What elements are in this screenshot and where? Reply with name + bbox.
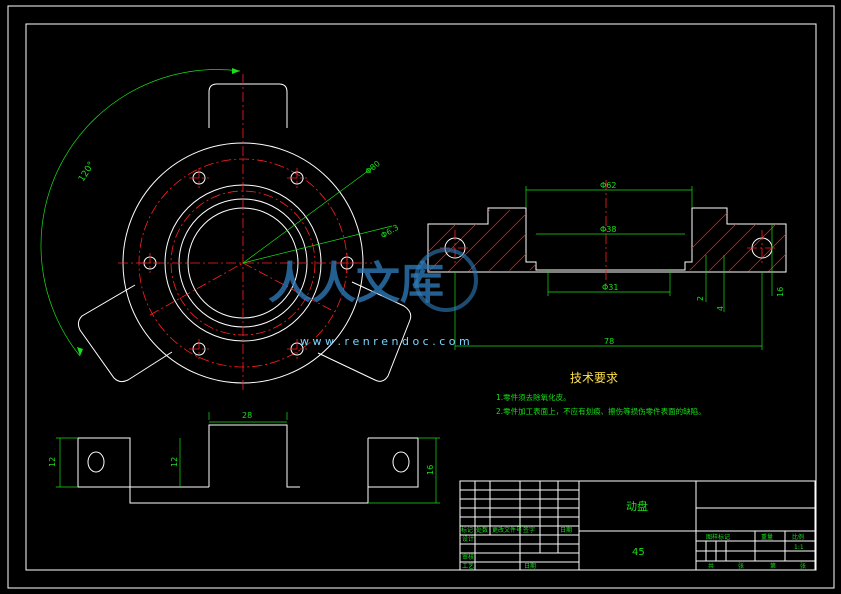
tb-part-name: 动盘 — [626, 499, 648, 513]
watermark-url: w w w . r e n r e n d o c . c o m — [300, 335, 470, 348]
tb-label-date: 日期 — [524, 562, 536, 570]
dim-bolt-circle: Φ80 — [363, 159, 381, 176]
dim-top-width: 28 — [242, 411, 252, 420]
dim-hole: Φ6.3 — [379, 223, 400, 240]
dim-outer-diameter: Φ62 — [600, 181, 616, 190]
tb-label-pattern: 图样标记 — [706, 533, 730, 541]
tb-header-mark: 标记 — [461, 526, 473, 534]
dim-right-height: 16 — [426, 465, 435, 475]
note-1: 1.零件须去除氧化皮。 — [496, 392, 571, 402]
tb-label-scale: 比例 — [792, 533, 804, 541]
tb-label-weight: 重量 — [761, 533, 773, 541]
tb-label-design: 设计 — [462, 535, 474, 543]
dim-overall-length: 78 — [604, 337, 614, 346]
dim-angle: 120° — [77, 160, 97, 184]
watermark: 人人文库 w w w . r e n r e n d o c . c o m — [268, 248, 478, 348]
tb-scale: 1:1 — [794, 544, 804, 551]
technical-notes: 技术要求 1.零件须去除氧化皮。 2.零件加工表面上，不应有划痕、擦伤等损伤零件… — [496, 371, 706, 416]
notes-title: 技术要求 — [570, 371, 618, 385]
dim-center-height: 12 — [170, 457, 179, 467]
tb-header-date: 日期 — [560, 526, 572, 534]
dim-step: 2 — [696, 296, 705, 301]
section-view: Φ62 Φ38 Φ31 78 2 4 16 — [427, 180, 787, 350]
tb-sheet-total: 共 — [708, 562, 714, 570]
dim-bore-diameter: Φ31 — [602, 283, 618, 292]
tb-header-change: 更改文件号 — [492, 526, 522, 534]
tb-label-review: 审核 — [462, 553, 474, 561]
dim-section-height: 16 — [776, 287, 785, 297]
tb-header-sign: 签字 — [523, 526, 535, 534]
tb-header-count: 处数 — [476, 526, 488, 534]
tb-material: 45 — [632, 547, 645, 558]
watermark-text: 人人文库 — [268, 258, 444, 309]
dim-step2: 4 — [716, 306, 725, 311]
tb-sheet-no: 第 — [770, 562, 776, 570]
tb-sheet-unit1: 张 — [738, 562, 744, 570]
title-block: 标记 处数 更改文件号 签字 日期 设计 审核 工艺 日期 动盘 45 图样标记… — [459, 480, 816, 571]
dim-inner-diameter: Φ38 — [600, 225, 616, 234]
tb-sheet-unit2: 张 — [800, 562, 806, 570]
watermark-logo-icon — [414, 248, 478, 312]
note-2: 2.零件加工表面上，不应有划痕、擦伤等损伤零件表面的缺陷。 — [496, 406, 706, 416]
outer-border — [7, 5, 835, 589]
dim-left-height: 12 — [48, 457, 57, 467]
tb-label-process: 工艺 — [462, 562, 474, 570]
side-view: 28 12 12 16 — [48, 411, 440, 504]
inner-border — [25, 23, 817, 571]
